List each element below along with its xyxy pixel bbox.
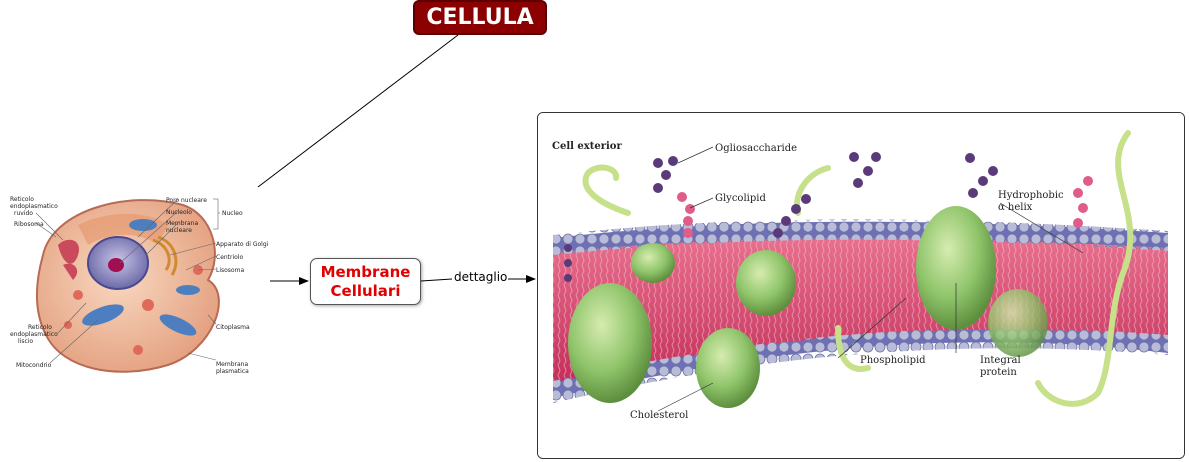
- node-line-2: Cellulari: [311, 282, 420, 301]
- node-line-1: Membrane: [311, 263, 420, 282]
- label-poro-nucleare: Poro nucleare: [166, 197, 207, 204]
- label-ribosoma: Ribosoma: [14, 221, 44, 228]
- label-glycolipid: Glycolipid: [715, 193, 766, 204]
- label-cell-exterior: Cell exterior: [552, 141, 622, 152]
- label-lisosoma: Lisosoma: [216, 267, 244, 274]
- nucleus: [88, 237, 148, 289]
- node-membrane-cellulari[interactable]: Membrane Cellulari: [310, 258, 421, 305]
- label-nucleolo: Nucleolo: [166, 209, 192, 216]
- label-oligosaccharide: Ogliosaccharide: [715, 143, 797, 154]
- root-node-cellula[interactable]: CELLULA: [413, 0, 547, 35]
- label-apparato-golgi: Apparato di Golgi: [216, 241, 269, 248]
- label-centriolo: Centriolo: [216, 254, 244, 261]
- dettaglio-line-a: [421, 279, 452, 281]
- label-nucleo: Nucleo: [222, 210, 243, 217]
- label-mitocondrio: Mitocondrio: [16, 362, 52, 369]
- link-label-dettaglio: dettaglio: [454, 270, 507, 284]
- label-phospholipid: Phospholipid: [860, 355, 926, 366]
- membrane-image-frame[interactable]: Cell exterior Ogliosaccharide Glycolipid…: [537, 112, 1185, 459]
- root-link-line: [258, 35, 458, 187]
- label-cholesterol: Cholesterol: [630, 410, 688, 421]
- membrane-illustration: Cell exterior Ogliosaccharide Glycolipid…: [538, 113, 1184, 458]
- label-citoplasma: Citoplasma: [216, 324, 250, 331]
